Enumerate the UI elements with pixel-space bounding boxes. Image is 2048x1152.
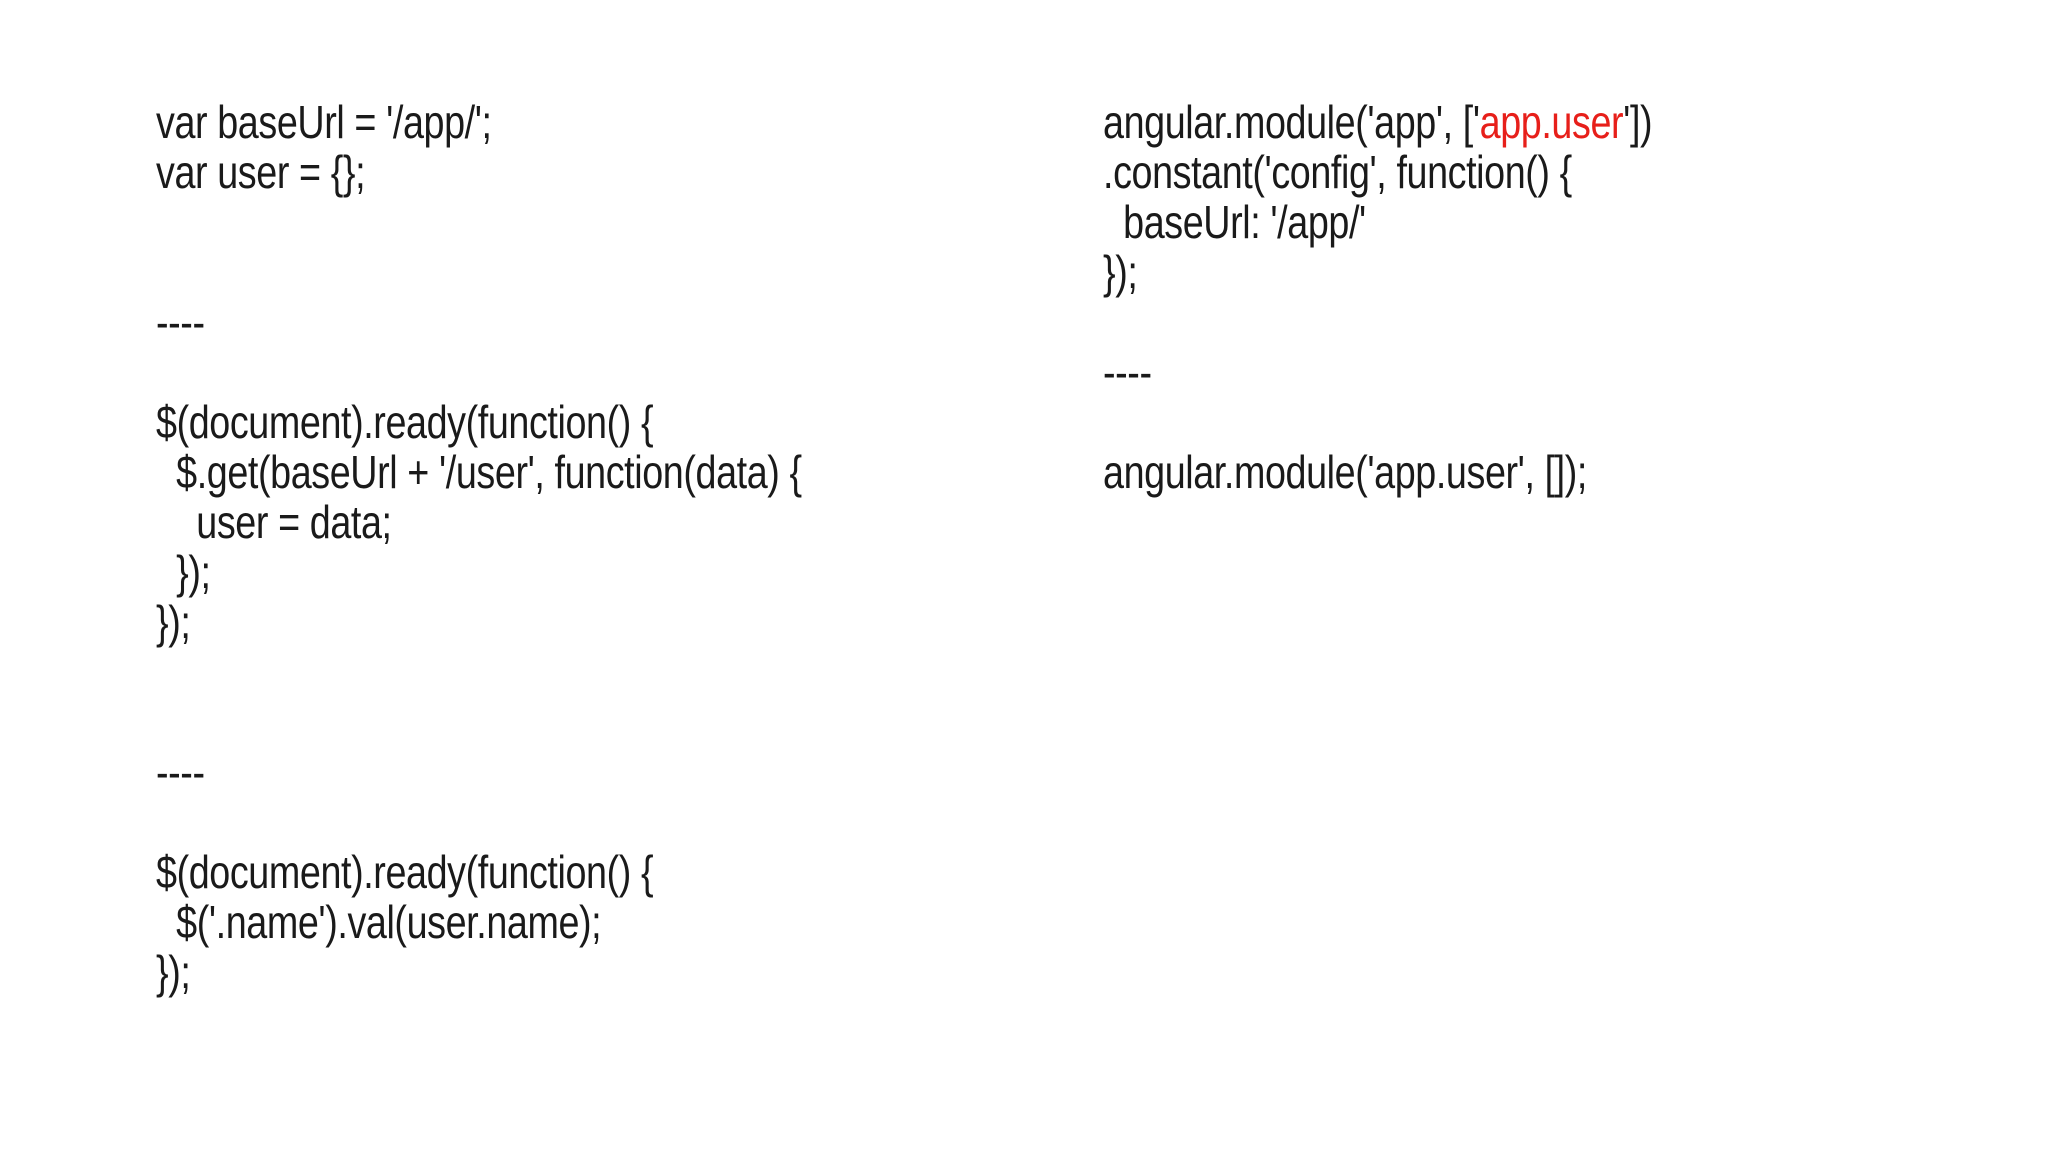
code-line-blank bbox=[156, 347, 802, 397]
code-line-blank bbox=[156, 197, 802, 247]
code-separator-dashes: ---- bbox=[1103, 346, 1152, 398]
code-block-jquery: var baseUrl = '/app/'; var user = {}; --… bbox=[156, 97, 802, 997]
code-line: baseUrl: '/app/' bbox=[1103, 196, 1366, 248]
code-text: ']) bbox=[1623, 96, 1653, 148]
code-separator-dashes: ---- bbox=[156, 746, 205, 798]
code-line: $(document).ready(function() { bbox=[156, 846, 654, 898]
code-block-angular: angular.module('app', ['app.user']) .con… bbox=[1103, 96, 1653, 498]
code-line: var user = {}; bbox=[156, 146, 366, 198]
code-line-blank bbox=[156, 797, 802, 847]
code-line-blank bbox=[156, 247, 802, 297]
code-line-blank bbox=[1103, 297, 1652, 347]
code-line: }); bbox=[156, 546, 211, 598]
code-line: angular.module('app.user', []); bbox=[1103, 446, 1587, 498]
code-line: $(document).ready(function() { bbox=[156, 396, 654, 448]
code-line: }); bbox=[1103, 246, 1138, 298]
code-line-blank bbox=[1103, 397, 1652, 447]
code-line: .constant('config', function() { bbox=[1103, 146, 1572, 198]
code-line: var baseUrl = '/app/'; bbox=[156, 96, 492, 148]
code-separator-dashes: ---- bbox=[156, 296, 205, 348]
code-line: angular.module('app', ['app.user']) bbox=[1103, 96, 1653, 148]
code-line: $('.name').val(user.name); bbox=[156, 896, 602, 948]
code-text: angular.module('app', [' bbox=[1103, 96, 1480, 148]
code-line-blank bbox=[156, 697, 802, 747]
code-line: user = data; bbox=[156, 496, 392, 548]
code-line: }); bbox=[156, 946, 191, 998]
code-line-blank bbox=[156, 647, 802, 697]
code-line: $.get(baseUrl + '/user', function(data) … bbox=[156, 446, 802, 498]
code-line: }); bbox=[156, 596, 191, 648]
highlighted-module-name: app.user bbox=[1479, 96, 1624, 148]
